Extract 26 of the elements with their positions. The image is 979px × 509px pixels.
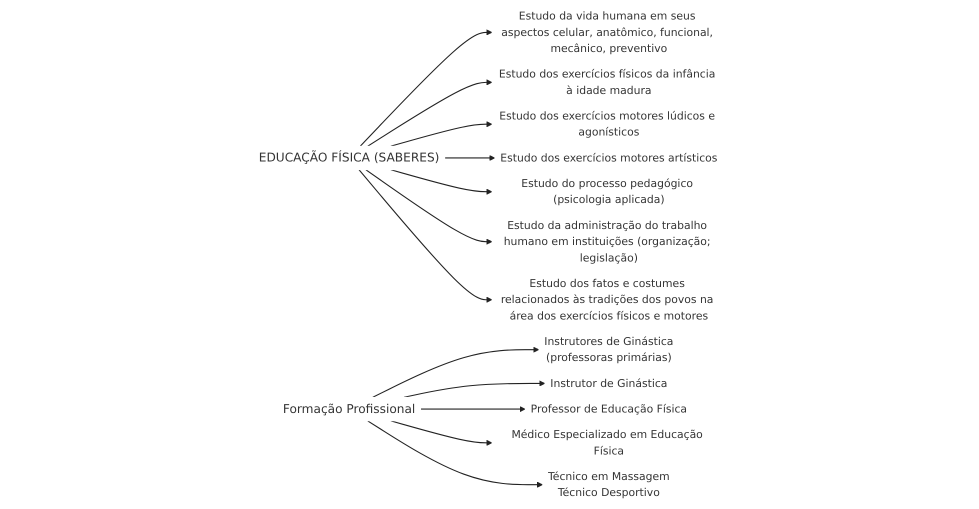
node-text: Estudo dos exercícios motores artísticos <box>500 151 718 164</box>
node-text: Instrutores de Ginástica (professoras primárias) <box>544 334 674 364</box>
arrow <box>358 169 492 303</box>
node-text: Médico Especializado em Educação Física <box>511 428 703 458</box>
arrow <box>444 155 496 161</box>
node-text: Técnico em Massagem Técnico Desportivo <box>548 470 670 499</box>
node-text: EDUCAÇÃO FÍSICA (SABERES) <box>258 150 440 166</box>
arrow <box>360 29 492 147</box>
node-text: Estudo dos exercícios motores lúdicos e agonísticos <box>499 109 715 138</box>
node-text: Estudo da vida humana em seus aspectos celular, anatômico, funcional, mecânico, preventivo <box>501 9 713 55</box>
node-text: Formação Profissional <box>282 402 416 416</box>
arrow <box>367 420 543 488</box>
arrow <box>390 169 492 195</box>
arrow <box>404 380 546 398</box>
arrow <box>420 406 526 412</box>
node-text: Estudo da administração do trabalho humano em instituições (organização; legislação) <box>504 218 711 264</box>
node-text: Estudo do processo pedagógico (psicologia aplicada) <box>521 176 693 206</box>
arrow <box>367 79 492 147</box>
arrow <box>366 169 492 245</box>
node-text: Professor de Educação Física <box>530 402 688 416</box>
arrow <box>390 420 492 446</box>
node-text: Instrutor de Ginástica <box>550 376 668 390</box>
arrow <box>390 121 492 147</box>
arrow <box>372 346 540 398</box>
node-text: Estudo dos exercícios físicos da infância à idade madura <box>498 68 716 97</box>
node-text: Estudo dos fatos e costumes relacionados às tradições dos povos na área dos exercícios físicos e motores <box>500 276 714 322</box>
